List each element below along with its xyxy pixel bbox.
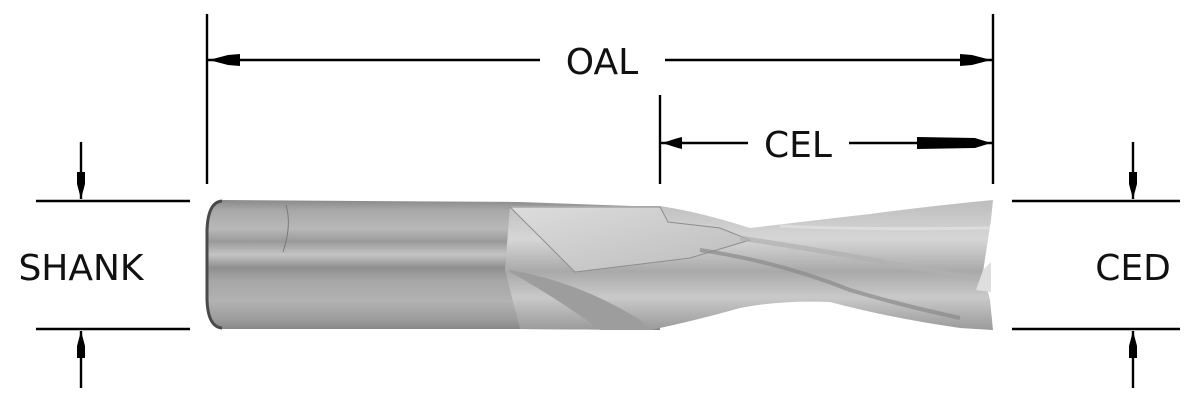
arrow-left-icon [209, 54, 240, 66]
ced-dimension: CED [1012, 142, 1180, 388]
shank-dimension: SHANK [18, 142, 190, 388]
lower-flute [510, 270, 652, 330]
spiral-streak [739, 235, 986, 283]
arrow-up-icon [77, 331, 85, 358]
shank-seam [282, 204, 289, 253]
cel-label: CEL [764, 125, 832, 166]
ced-label: CED [1095, 248, 1171, 289]
cutting-face [508, 206, 752, 273]
tip-notch [976, 262, 991, 292]
shank-end-edge [205, 199, 223, 330]
spiral-streak [779, 224, 991, 231]
oal-label: OAL [566, 42, 638, 83]
oal-dimension: OAL [205, 14, 995, 184]
arrow-right-icon [917, 137, 991, 149]
arrow-right-icon [960, 54, 991, 66]
shank-label: SHANK [18, 248, 144, 289]
arrow-down-icon [77, 172, 85, 199]
router-bit-body [205, 199, 993, 330]
arrow-up-icon [1129, 331, 1137, 358]
cel-dimension: CEL [658, 95, 993, 184]
arrow-left-icon [662, 137, 682, 149]
spiral-streak [699, 248, 961, 320]
arrow-down-icon [1129, 172, 1137, 199]
